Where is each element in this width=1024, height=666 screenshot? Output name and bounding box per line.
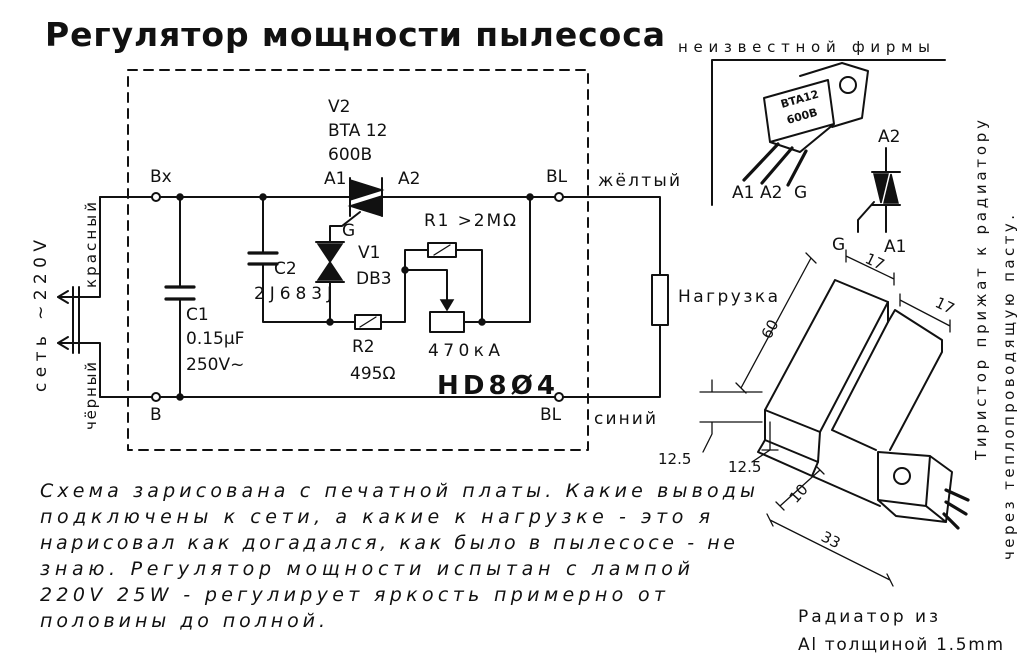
description-line: знаю. Регулятор мощности испытан с лампо… <box>40 558 690 580</box>
package-mount-hole <box>839 76 857 94</box>
label-load: Нагрузка <box>678 287 778 307</box>
terminal-input-bottom <box>151 392 161 402</box>
description-line: 220V 25W - регулирует яркость примерно о… <box>40 584 666 606</box>
board-outline-dashed <box>127 69 589 451</box>
label-v2-part: BTA 12 <box>328 121 387 141</box>
label-v2-ref: V2 <box>328 97 350 117</box>
package-sketch: BTA12 600В A1 A2 G <box>711 59 946 206</box>
capacitor-c2 <box>247 193 356 323</box>
description-line: Схема зарисована с печатной платы. Какие… <box>40 480 755 502</box>
top-rail-wire <box>99 196 661 276</box>
dim-step-right: 12.5 <box>728 458 761 476</box>
side-note-line-2: через теплопроводящую пасту. <box>1000 215 1018 560</box>
label-v2-a1: A1 <box>324 169 346 189</box>
heatsink-drawing: 17 17 60 12.5 12.5 10 33 <box>658 249 970 587</box>
label-r2-value: 495Ω <box>350 364 395 384</box>
label-c2-code: 2J683J <box>254 284 332 304</box>
load-resistor <box>651 274 669 326</box>
diac-v1 <box>315 241 345 326</box>
label-pot: 470кА <box>428 341 500 361</box>
label-v2-a2: A2 <box>398 169 420 189</box>
side-note-line-1: Тиристор прижат к радиатору <box>972 120 990 461</box>
terminal-output-bottom <box>554 392 564 402</box>
label-c1-value: 0.15μF <box>186 329 244 349</box>
label-v1-ref: V1 <box>358 243 380 263</box>
label-v2-gate: G <box>342 221 355 241</box>
label-wire-blue: синий <box>594 409 656 429</box>
symbol-a2: A2 <box>878 127 900 147</box>
page-title: Регулятор мощности пылесоса <box>45 15 665 54</box>
triac-gate-wire <box>329 211 361 243</box>
label-output-top: BL <box>546 167 568 187</box>
description-line: половины до полной. <box>40 610 325 632</box>
package-tab <box>799 62 869 128</box>
label-mains: сеть ~220V <box>31 240 51 392</box>
heatsink-caption-line-2: Al толщиной 1.5mm <box>798 635 1003 655</box>
dim-length: 33 <box>818 528 843 553</box>
package-pin-g: G <box>794 183 807 203</box>
potentiometer <box>401 193 534 333</box>
description-line: нарисовал как догадался, как было в пыле… <box>40 532 735 554</box>
page-subtitle: неизвестной фирмы <box>678 38 930 56</box>
label-r1: R1 >2MΩ <box>424 211 516 231</box>
label-wire-yellow: жёлтый <box>598 171 680 191</box>
terminal-output-top <box>554 192 564 202</box>
triac-v2 <box>329 177 399 243</box>
dim-base-depth: 10 <box>786 480 812 506</box>
package-body <box>763 79 835 153</box>
resistor-r1 <box>427 242 483 323</box>
label-output-bottom: BL <box>540 405 562 425</box>
package-marking-2: 600В <box>785 106 819 127</box>
label-wire-black: чёрный <box>82 362 100 430</box>
label-wire-red: красный <box>82 202 100 288</box>
triac-symbol: A2 G A1 <box>832 127 906 257</box>
label-v2-voltage: 600В <box>328 145 372 165</box>
heatsink-caption-line-1: Радиатор из <box>798 607 938 627</box>
mains-plug <box>57 196 101 398</box>
symbol-gate: G <box>832 235 845 255</box>
bottom-rail-wire <box>99 324 661 398</box>
schematic: Вх В BL BL жёлтый синий красный чёрный с… <box>31 69 778 451</box>
resistor-r2 <box>354 249 429 330</box>
label-board: HD8Ø4 <box>437 371 555 401</box>
label-c2-ref: C2 <box>274 259 297 279</box>
label-input-top: Вх <box>150 167 172 187</box>
package-pin-a2: A2 <box>760 183 782 203</box>
label-c1-voltage: 250V~ <box>186 355 244 375</box>
label-c1-ref: C1 <box>186 305 209 325</box>
terminal-input-top <box>151 192 161 202</box>
symbol-a1: A1 <box>884 237 906 257</box>
dim-shelf-width: 17 <box>932 293 957 318</box>
package-legs <box>742 142 808 187</box>
description: Схема зарисована с печатной платы. Какие… <box>40 480 755 632</box>
dim-step-left: 12.5 <box>658 450 691 468</box>
capacitor-c1 <box>164 193 196 401</box>
package-pin-a1: A1 <box>732 183 754 203</box>
description-line: подключены к сети, а какие к нагрузке - … <box>40 506 710 528</box>
label-v1-part: DB3 <box>356 269 392 289</box>
label-r2-ref: R2 <box>352 337 375 357</box>
label-input-bottom: В <box>150 405 162 425</box>
dim-height: 60 <box>758 317 783 342</box>
package-frame <box>711 59 946 206</box>
